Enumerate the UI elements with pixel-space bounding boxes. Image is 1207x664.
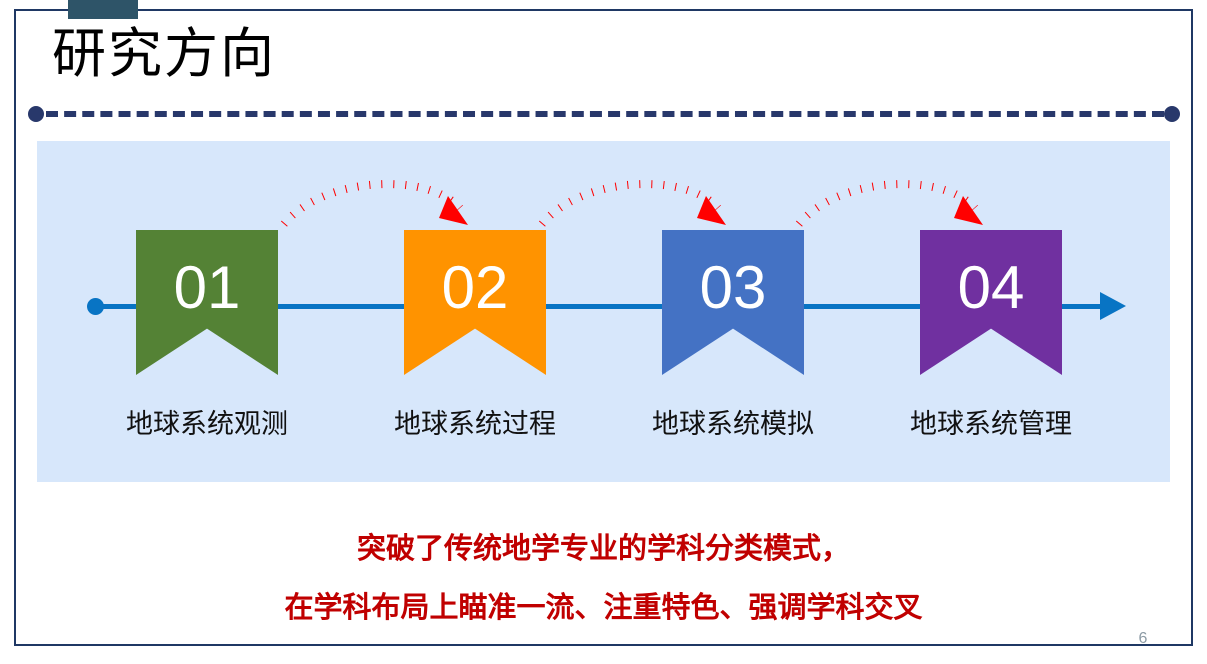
dotted-arc-arrow-icon-3 — [793, 168, 998, 230]
summary-note-line-2: 在学科布局上瞄准一流、注重特色、强调学科交叉 — [284, 592, 923, 624]
title-divider — [28, 106, 1180, 122]
timeline-axis — [95, 304, 1105, 309]
divider-dashes — [46, 111, 1164, 117]
page-title: 研究方向 — [52, 24, 276, 84]
page-number: 6 — [1138, 630, 1148, 647]
timeline-step-flag-02[interactable]: 02 — [404, 230, 546, 375]
step-number-04: 04 — [957, 254, 1025, 321]
step-number-01: 01 — [173, 254, 241, 321]
dotted-arc-arrow-icon-2 — [536, 168, 741, 230]
divider-dot-left — [28, 106, 44, 122]
step-number-03: 03 — [699, 254, 767, 321]
divider-dot-right — [1164, 106, 1180, 122]
timeline-step-flag-01[interactable]: 01 — [136, 230, 278, 375]
step-label-03: 地球系统模拟 — [652, 409, 814, 439]
summary-note-line-1: 突破了传统地学专业的学科分类模式， — [356, 533, 850, 565]
step-label-01: 地球系统观测 — [126, 409, 288, 439]
dotted-arc-arrow-icon-1 — [278, 168, 483, 230]
step-label-02: 地球系统过程 — [394, 409, 556, 439]
timeline-arrow-icon — [1100, 292, 1126, 320]
top-accent-tab — [68, 0, 138, 19]
step-label-04: 地球系统管理 — [910, 409, 1072, 439]
step-number-02: 02 — [441, 254, 509, 321]
